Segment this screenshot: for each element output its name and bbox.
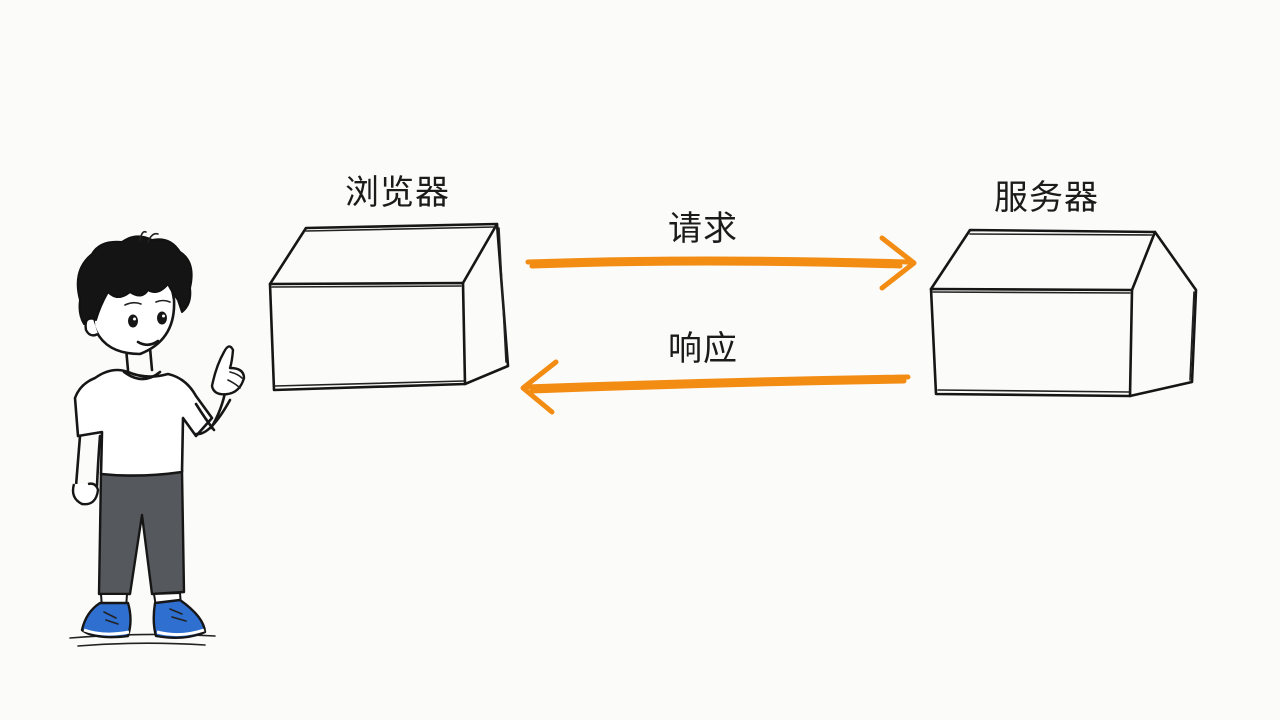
hair [76, 235, 193, 325]
request-label: 请求 [668, 209, 738, 249]
shirt [73, 368, 214, 477]
response-label: 响应 [668, 329, 738, 369]
request-edge: 请求 [525, 209, 917, 291]
request-arrow [525, 256, 911, 265]
response-edge: 响应 [520, 329, 911, 415]
pointing-hand [210, 345, 246, 396]
box-icon [268, 222, 510, 392]
house-box-icon [929, 228, 1198, 398]
left-hand [71, 482, 100, 506]
pants [97, 468, 186, 596]
browser-label: 浏览器 [345, 173, 450, 213]
person-pointing-icon [69, 230, 246, 647]
server-node: 服务器 [929, 178, 1198, 398]
server-label: 服务器 [994, 178, 1099, 218]
browser-node: 浏览器 [268, 173, 510, 392]
response-arrow [523, 374, 911, 390]
